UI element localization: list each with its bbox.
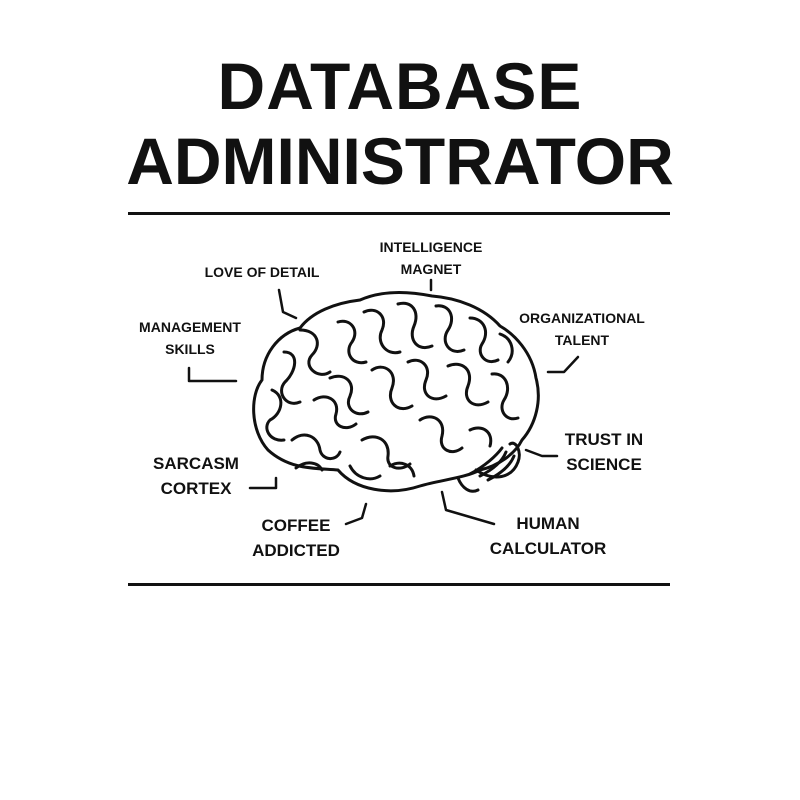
label-love-of-detail-line-1: LOVE OF DETAIL: [204, 264, 320, 280]
label-management-skills-line-2: SKILLS: [165, 341, 215, 357]
connector-lines: [187, 278, 580, 526]
label-human-calculator-line-2: CALCULATOR: [489, 539, 607, 558]
label-coffee-addicted: COFFEE ADDICTED: [252, 513, 340, 563]
connector-love-of-detail: [277, 288, 298, 320]
label-management-skills: MANAGEMENT SKILLS: [139, 316, 241, 360]
label-coffee-addicted-line-1: COFFEE: [261, 516, 331, 535]
connector-trust-in-science: [524, 448, 559, 458]
label-organizational-talent-line-1: ORGANIZATIONAL: [519, 310, 645, 326]
bottom-divider: [128, 583, 670, 586]
connector-sarcasm-cortex: [248, 476, 278, 490]
label-sarcasm-cortex-line-2: CORTEX: [160, 479, 232, 498]
label-coffee-addicted-line-2: ADDICTED: [252, 541, 340, 560]
label-intelligence-magnet: INTELLIGENCE MAGNET: [380, 236, 483, 280]
label-trust-in-science: TRUST IN SCIENCE: [565, 427, 643, 477]
label-trust-in-science-line-1: TRUST IN: [564, 430, 644, 449]
connector-human-calculator: [440, 490, 496, 526]
label-organizational-talent: ORGANIZATIONAL TALENT: [519, 307, 645, 351]
label-love-of-detail: LOVE OF DETAIL: [205, 261, 320, 283]
label-organizational-talent-line-2: TALENT: [554, 332, 610, 348]
label-sarcasm-cortex: SARCASM CORTEX: [153, 451, 239, 501]
label-intelligence-magnet-line-1: INTELLIGENCE: [379, 239, 483, 255]
label-management-skills-line-1: MANAGEMENT: [139, 319, 241, 335]
connector-coffee-addicted: [344, 502, 368, 526]
label-human-calculator: HUMAN CALCULATOR: [490, 511, 606, 561]
label-intelligence-magnet-line-2: MAGNET: [400, 261, 462, 277]
brain-icon: [252, 291, 540, 493]
page-title-line-2: ADMINISTRATOR: [126, 124, 674, 198]
connector-management-skills: [187, 366, 238, 383]
connector-organizational-talent: [546, 355, 580, 374]
label-trust-in-science-line-2: SCIENCE: [566, 455, 642, 474]
label-human-calculator-line-1: HUMAN: [516, 514, 580, 533]
label-sarcasm-cortex-line-1: SARCASM: [153, 454, 239, 473]
top-divider: [128, 212, 670, 215]
page-title-line-1: DATABASE: [217, 49, 583, 123]
